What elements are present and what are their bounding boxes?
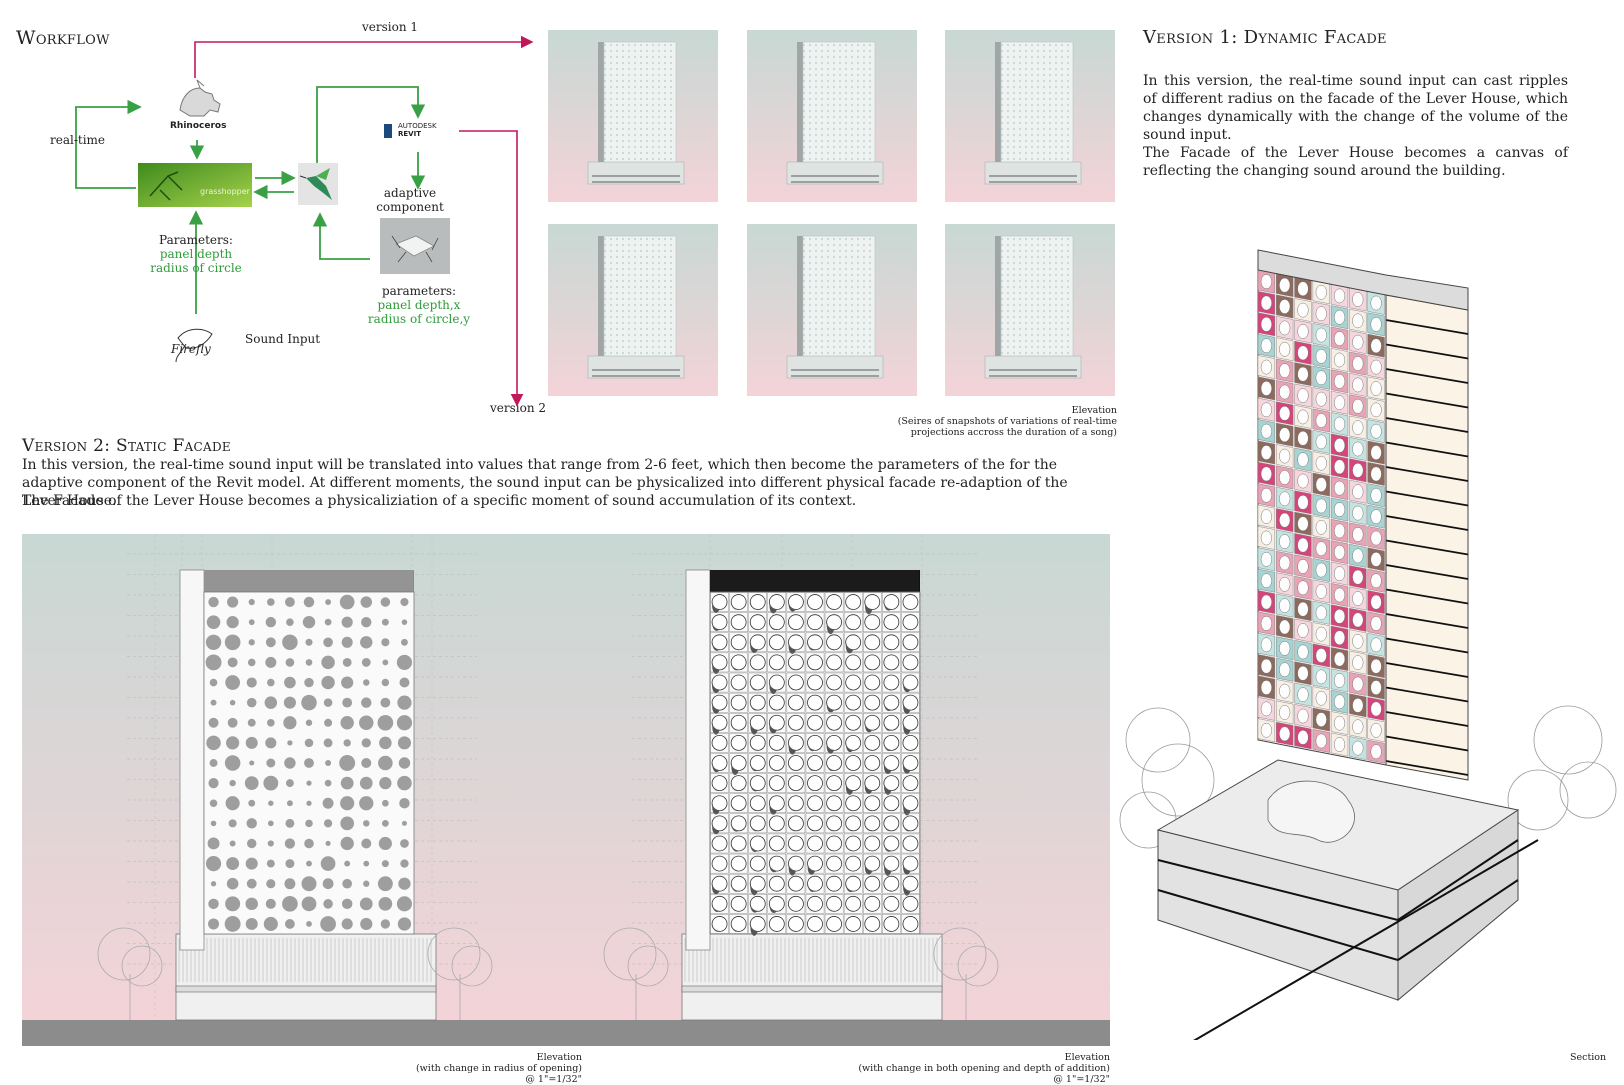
rhino-label: Rhinoceros (170, 121, 227, 131)
elev1-caption-2: (with change in radius of opening) (415, 1063, 582, 1074)
params-left-1: panel depth (159, 247, 233, 261)
elev2-caption-1: Elevation (1064, 1052, 1110, 1063)
snapshot-3 (944, 30, 1116, 203)
elevation-drawings (22, 534, 1110, 1046)
workflow-diagram (75, 35, 534, 363)
revit-label-1: AUTODESK (398, 122, 437, 130)
version1-label: version 1 (362, 20, 419, 34)
adaptive-component-label: adaptive component (376, 186, 444, 214)
snapshot-5 (746, 223, 918, 397)
version1-paragraph-1: In this version, the real-time sound inp… (1143, 73, 1568, 143)
snapshot-caption-1: Elevation (1071, 405, 1117, 416)
snapshot-2 (746, 30, 918, 203)
section-caption: Section (1570, 1052, 1607, 1063)
version2-paragraph-2: The Facade of the Lever House becomes a … (22, 493, 857, 509)
version1-arrow (194, 35, 534, 78)
realtime-label: real-time (50, 133, 106, 147)
axonometric-section (1119, 249, 1617, 1040)
ground-strip (22, 1020, 1110, 1046)
snapshot-caption-2: (Seires of snapshots of variations of re… (897, 416, 1117, 427)
snapshot-1 (548, 30, 719, 203)
snapshot-6 (944, 223, 1116, 397)
version2-paragraph: In this version, the real-time sound inp… (22, 457, 1068, 509)
elev1-caption-3: @ 1"=1/32" (525, 1074, 582, 1085)
snapshot-caption-3: projections accross the duration of a so… (910, 427, 1117, 438)
params-right-title: parameters: (381, 284, 457, 298)
adaptive-component-icon (380, 218, 450, 274)
snapshot-grid (548, 30, 1116, 397)
params-left-title: Parameters: (159, 233, 233, 247)
grasshopper-label: grasshopper (200, 187, 250, 196)
elevation-radius (97, 569, 493, 1021)
version2-label: version 2 (490, 401, 547, 415)
grasshopper-icon (138, 163, 252, 207)
elevation-depth (603, 569, 999, 1021)
workflow-title: Workflow (16, 27, 110, 49)
firefly-icon (175, 328, 213, 363)
version1-paragraph-2: The Facade of the Lever House becomes a … (1143, 145, 1568, 179)
elev2-caption-3: @ 1"=1/32" (1053, 1074, 1110, 1085)
firefly-label: Firefly (171, 342, 211, 356)
revit-icon (384, 124, 392, 138)
params-right-2: radius of circle,y (367, 312, 471, 326)
trees (1119, 705, 1617, 849)
params-left-2: radius of circle (150, 261, 242, 275)
snapshot-4 (548, 223, 719, 397)
version2-title: Version 2: Static Facade (22, 436, 231, 456)
rhino-icon (179, 79, 221, 117)
revit-label-2: REVIT (398, 130, 421, 138)
sound-input-label: Sound Input (245, 332, 321, 346)
elev2-caption-2: (with change in both opening and depth o… (858, 1063, 1110, 1074)
hummingbird-icon (298, 163, 338, 205)
version1-title: Version 1: Dynamic Facade (1143, 27, 1387, 48)
elev1-caption-1: Elevation (536, 1052, 582, 1063)
realtime-loop-arrow (75, 99, 142, 189)
version2-arrow (459, 130, 524, 407)
params-right-1: panel depth,x (377, 298, 461, 312)
